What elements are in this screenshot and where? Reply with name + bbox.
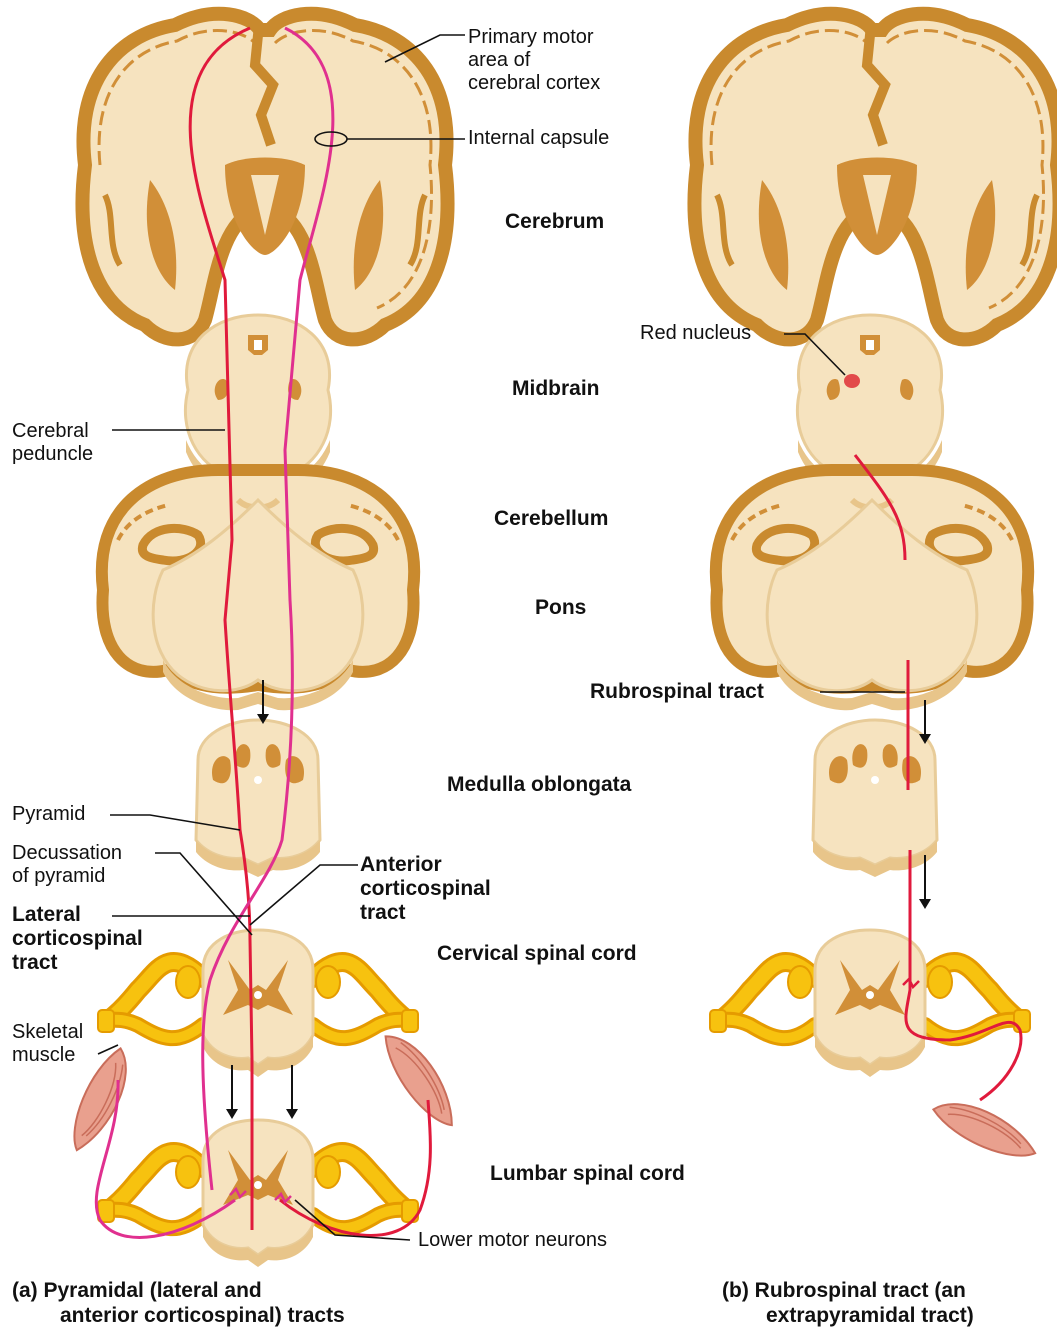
label-cerebellum: Cerebellum — [494, 507, 608, 531]
caption-panel-a: (a) Pyramidal (lateral and anterior cort… — [12, 1278, 345, 1328]
cervical-cord-section-a — [98, 930, 418, 1077]
label-lateral-corticospinal-tract: Lateral corticospinal tract — [12, 903, 143, 975]
label-red-nucleus: Red nucleus — [640, 322, 751, 345]
lumbar-cord-section-a — [98, 1120, 418, 1267]
label-lower-motor-neurons: Lower motor neurons — [418, 1229, 607, 1252]
cervical-cord-section-b — [710, 930, 1030, 1077]
cerebrum-section-b — [695, 14, 1057, 340]
label-midbrain: Midbrain — [512, 377, 600, 401]
red-nucleus-marker — [844, 374, 860, 388]
label-cerebral-peduncle: Cerebral peduncle — [12, 420, 93, 466]
cerebellum-pons-section-b — [716, 470, 1028, 710]
label-anterior-corticospinal-tract: Anterior corticospinal tract — [360, 853, 491, 925]
medulla-section-a — [196, 720, 320, 877]
cerebellum-pons-section-a — [102, 470, 414, 710]
label-internal-capsule: Internal capsule — [468, 127, 609, 150]
label-rubrospinal-tract: Rubrospinal tract — [590, 680, 764, 704]
label-cervical-spinal-cord: Cervical spinal cord — [437, 942, 637, 966]
label-pons: Pons — [535, 596, 586, 620]
label-skeletal-muscle: Skeletal muscle — [12, 1021, 83, 1067]
label-pyramid: Pyramid — [12, 803, 85, 826]
label-cerebrum: Cerebrum — [505, 210, 604, 234]
skeletal-muscle-right-a — [378, 1024, 462, 1136]
label-primary-motor-area: Primary motor area of cerebral cortex — [468, 26, 600, 95]
medulla-section-b — [813, 720, 937, 877]
cerebrum-section-a — [83, 14, 448, 340]
skeletal-muscle-b — [929, 1088, 1041, 1172]
label-lumbar-spinal-cord: Lumbar spinal cord — [490, 1162, 685, 1186]
label-decussation-of-pyramid: Decussation of pyramid — [12, 842, 122, 888]
caption-panel-b: (b) Rubrospinal tract (an extrapyramidal… — [722, 1278, 974, 1328]
label-medulla-oblongata: Medulla oblongata — [447, 773, 631, 797]
